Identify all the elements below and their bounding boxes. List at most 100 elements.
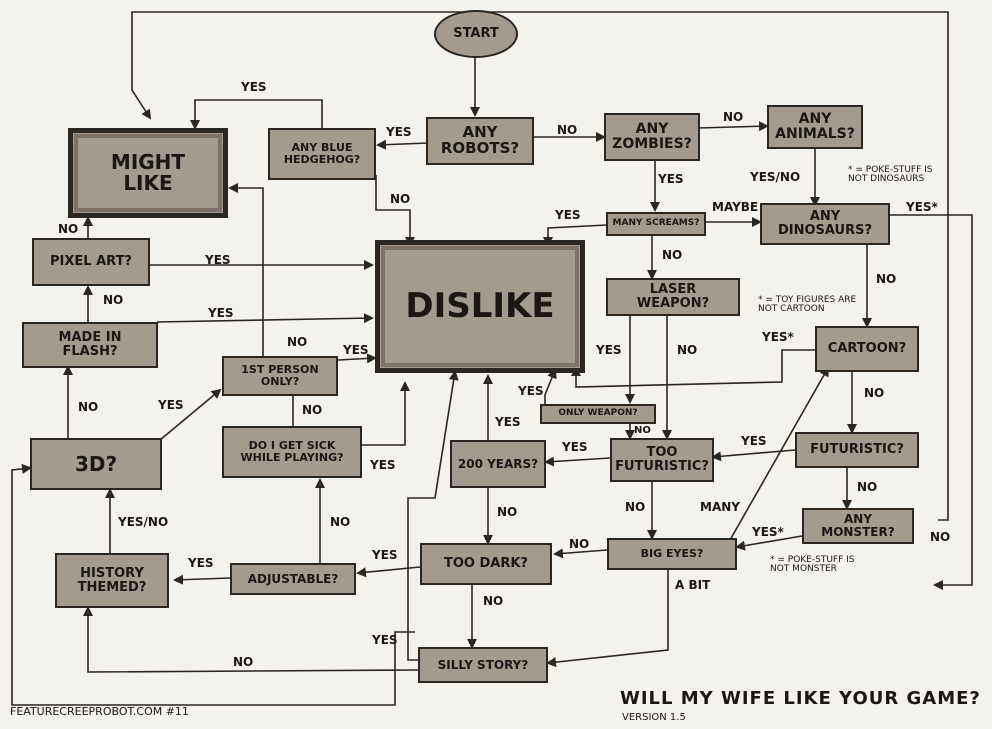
label-pixel-no: NO (58, 222, 79, 236)
edge-hedgehog-dislike (375, 175, 415, 247)
edge-toodark-adjustable (356, 566, 421, 578)
node-start: START (434, 10, 518, 58)
node-big-eyes: BIG EYES? (607, 538, 737, 570)
node-pixel-art: PIXEL ART? (32, 238, 150, 286)
edge-robots-hedgehog (376, 139, 429, 150)
footer-site: FEATURECREEPROBOT.COM #11 (10, 705, 189, 718)
label-3d-no: NO (78, 400, 99, 414)
label-dino-yes: YES* (906, 200, 938, 214)
label-years-no: NO (497, 505, 518, 519)
node-dislike: DISLIKE (375, 240, 585, 373)
label-3d-yes: YES (158, 398, 184, 412)
label-zombies-yes: YES (658, 172, 684, 186)
edge-top-loop (131, 11, 949, 521)
label-cartoon-yes: YES* (762, 330, 794, 344)
node-200-years: 200 YEARS? (450, 440, 546, 488)
label-big-eyes-no: NO (569, 537, 590, 551)
label-screams-no: NO (662, 248, 683, 262)
node-any-robots: ANY ROBOTS? (426, 117, 534, 165)
label-too-futuristic-no: NO (625, 500, 646, 514)
node-any-animals: ANY ANIMALS? (767, 105, 863, 149)
label-laser-no: NO (677, 343, 698, 357)
label-too-dark-yes: YES (372, 548, 398, 562)
edge-screams-dislike (543, 224, 608, 247)
label-futuristic-yes: YES (741, 434, 767, 448)
edge-silly-history (83, 606, 419, 673)
edge-sick-dislike (362, 381, 410, 446)
label-only-weapon-no: NO (634, 425, 651, 436)
label-too-dark-no: NO (483, 594, 504, 608)
node-might-like: MIGHT LIKE (68, 128, 228, 218)
label-flash-yes: YES (208, 306, 234, 320)
edge-first-dislike (337, 353, 377, 364)
label-silly-yes: YES (372, 633, 398, 647)
label-history-yesno: YES/NO (118, 515, 169, 529)
label-adjustable-no: NO (330, 515, 351, 529)
edge-bottom-loop (11, 463, 415, 706)
node-any-blue-hedgehog: ANY BLUE HEDGEHOG? (268, 128, 376, 180)
page-title: WILL MY WIFE LIKE YOUR GAME? (620, 688, 981, 709)
edge-monster-bigeyes (735, 535, 803, 551)
label-sick-yes: YES (370, 458, 396, 472)
note-monster: * = POKE-STUFF IS NOT MONSTER (770, 555, 855, 575)
node-cartoon: CARTOON? (815, 326, 919, 372)
label-robots-yes: YES (386, 125, 412, 139)
edge-toofut-years (544, 456, 611, 467)
label-only-weapon-yes: YES (518, 384, 544, 398)
edge-cartoon-dislike (571, 349, 815, 388)
label-dino-no: NO (876, 272, 897, 286)
label-silly-no: NO (233, 655, 254, 669)
node-many-screams: MANY SCREAMS? (606, 212, 706, 236)
node-only-weapon: ONLY WEAPON? (540, 404, 656, 424)
edge-bigeyes-silly (546, 570, 669, 668)
label-screams-maybe: MAYBE (712, 200, 759, 214)
label-monster-yes: YES* (752, 525, 784, 539)
node-any-monster: ANY MONSTER? (802, 508, 914, 544)
edge-zombies-animals (697, 121, 769, 132)
edge-only-dislike (544, 368, 557, 405)
node-first-person: 1ST PERSON ONLY? (222, 356, 338, 396)
edge-dino-loop (890, 214, 973, 590)
label-futuristic-no: NO (857, 480, 878, 494)
note-dinosaurs: * = POKE-STUFF IS NOT DINOSAURS (848, 165, 933, 185)
label-sick-no: NO (302, 403, 323, 417)
label-big-eyes-many: MANY (700, 500, 740, 514)
version-label: VERSION 1.5 (622, 712, 686, 723)
node-do-i-get-sick: DO I GET SICK WHILE PLAYING? (222, 426, 362, 478)
label-animals-yesno: YES/NO (750, 170, 801, 184)
edge-hedgehog-might (190, 99, 323, 130)
edge-bigeyes-toodark (553, 548, 608, 559)
node-adjustable: ADJUSTABLE? (230, 563, 356, 595)
edge-3d-first (159, 388, 222, 441)
label-zombies-no: NO (723, 110, 744, 124)
node-three-d: 3D? (30, 438, 162, 490)
label-hedgehog-no: NO (390, 192, 411, 206)
node-futuristic: FUTURISTIC? (795, 432, 919, 468)
label-years-yes: YES (495, 415, 521, 429)
label-cartoon-no: NO (864, 386, 885, 400)
label-monster-no: NO (930, 530, 951, 544)
label-robots-no: NO (557, 123, 578, 137)
label-flash-no: NO (103, 293, 124, 307)
node-any-zombies: ANY ZOMBIES? (604, 113, 700, 161)
edge-flash-dislike (156, 313, 374, 324)
edge-adjustable-history (173, 574, 231, 585)
edge-silly-dislike (407, 370, 459, 661)
edge-futuristic-toofut (711, 449, 796, 462)
edge-first-might (228, 183, 264, 360)
label-laser-yes: YES (596, 343, 622, 357)
label-first-yes: YES (343, 343, 369, 357)
node-too-futuristic: TOO FUTURISTIC? (610, 438, 714, 482)
node-too-dark: TOO DARK? (420, 543, 552, 585)
label-first-no: NO (287, 335, 308, 349)
node-made-in-flash: MADE IN FLASH? (22, 322, 158, 368)
node-any-dinosaurs: ANY DINOSAURS? (760, 203, 890, 245)
node-laser-weapon: LASER WEAPON? (606, 278, 740, 316)
label-hedgehog-yes: YES (241, 80, 267, 94)
label-pixel-yes: YES (205, 253, 231, 267)
node-silly-story: SILLY STORY? (418, 647, 548, 683)
node-history-themed: HISTORY THEMED? (55, 553, 169, 608)
edge-bigeyes-cartoon (729, 366, 829, 541)
label-big-eyes-bit: A BIT (675, 578, 711, 592)
